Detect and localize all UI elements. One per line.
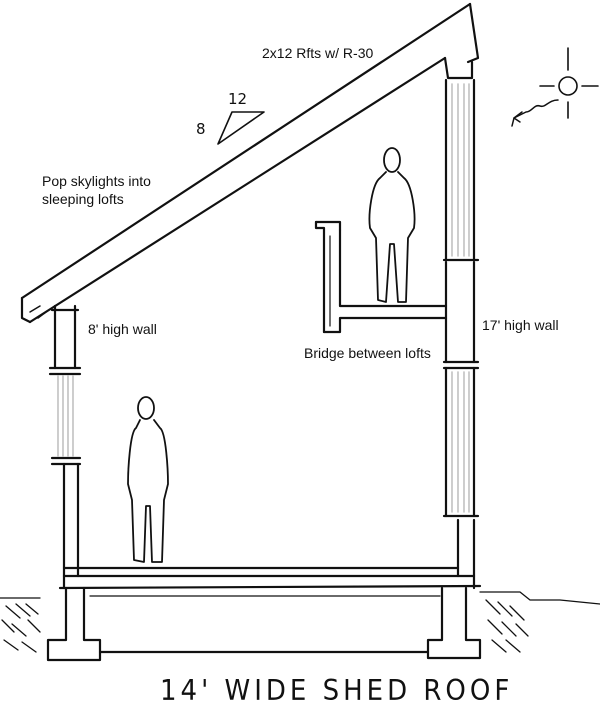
low-window-glazing bbox=[57, 375, 74, 457]
loft-bridge bbox=[314, 220, 448, 334]
human-figure-icon bbox=[127, 396, 169, 563]
skylight-label-line2: sleeping lofts bbox=[42, 191, 124, 207]
high-wall-label: 17' high wall bbox=[482, 317, 559, 333]
drawing-title: 14' WIDE SHED ROOF bbox=[160, 674, 514, 708]
human-figure-icon bbox=[368, 147, 416, 303]
rafter-label: 2x12 Rfts w/ R-30 bbox=[262, 45, 374, 61]
floor-and-foundation bbox=[46, 566, 482, 662]
sun-icon bbox=[539, 47, 599, 119]
skylight-label-line1: Pop skylights into bbox=[42, 173, 151, 189]
grade-hatching bbox=[0, 591, 600, 653]
sun-ray-arrow-icon bbox=[511, 99, 559, 127]
bridge-label: Bridge between lofts bbox=[304, 345, 431, 361]
high-wall bbox=[442, 78, 480, 578]
pitch-rise-label: 8 bbox=[196, 120, 206, 138]
low-wall bbox=[48, 304, 82, 578]
high-window-glazing bbox=[451, 83, 470, 513]
low-wall-label: 8' high wall bbox=[88, 321, 157, 337]
pitch-run-label: 12 bbox=[228, 90, 248, 108]
shed-roof bbox=[20, 2, 480, 324]
pitch-triangle-icon bbox=[217, 111, 265, 145]
